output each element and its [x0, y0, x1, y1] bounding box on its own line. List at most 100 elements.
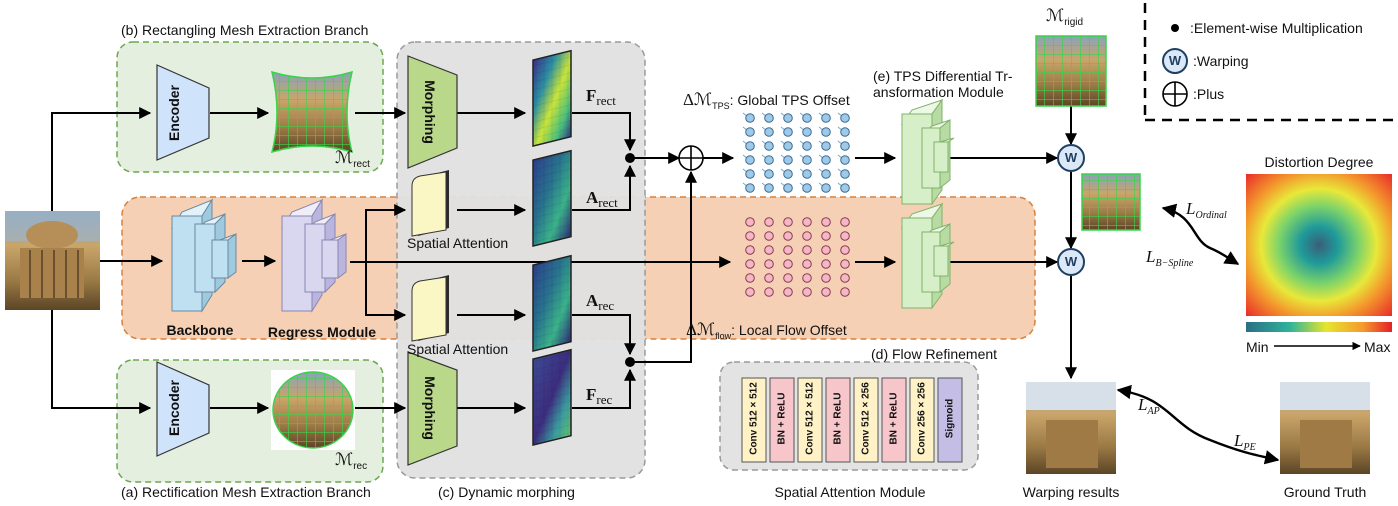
m-rect-label: ℳrect [335, 148, 370, 170]
warp-node-bottom-label: W [1064, 254, 1078, 269]
flow-refinement-title: (d) Flow Refinement [871, 346, 998, 362]
tps-grid-dot [840, 113, 850, 123]
flow-grid-dot [840, 259, 850, 269]
flow-grid-dot [840, 273, 850, 283]
plus-node [678, 145, 704, 171]
encoder-bottom [156, 361, 210, 457]
a-rect-label: Arect [586, 188, 618, 210]
regress-block [280, 198, 347, 313]
flow-grid-dot [745, 259, 755, 269]
tps-grid-dot [821, 169, 831, 179]
backbone-block [170, 198, 237, 313]
sam-layer-box [825, 377, 851, 463]
dynamic-morphing-region [396, 41, 646, 479]
distortion-colorbar [1246, 322, 1392, 332]
multiply-node-bottom [625, 357, 635, 367]
sam-layer-box [881, 377, 907, 463]
flow-grid-dot [745, 217, 755, 227]
flow-grid-dot [764, 231, 774, 241]
heatmap-a-rect [532, 149, 572, 248]
tps-grid-dot [840, 183, 850, 193]
distortion-map [1246, 174, 1392, 316]
mult-symbol [1171, 24, 1179, 32]
tps-grid-dot [821, 183, 831, 193]
a-rec-label: Arec [586, 291, 615, 313]
tps-grid-dot [764, 155, 774, 165]
rigid-mesh-image [1035, 35, 1107, 107]
tps-grid-dot [802, 127, 812, 137]
distortion-min: Min [1246, 339, 1269, 355]
flow-offset-grid [745, 217, 850, 297]
tps-grid-dot [745, 127, 755, 137]
flow-grid-dot [840, 287, 850, 297]
flow-grid-dot [783, 287, 793, 297]
ground-truth-label: Ground Truth [1283, 484, 1367, 500]
ground-truth-image [1280, 382, 1370, 474]
morphing-top-label: Morphing [421, 80, 438, 144]
spatial-attention-bottom [411, 275, 449, 342]
flow-grid-dot [764, 217, 774, 227]
tps-grid-dot [764, 113, 774, 123]
flow-grid-dot [783, 217, 793, 227]
tps-grid-dot [764, 141, 774, 151]
tps-grid-dot [764, 169, 774, 179]
tps-grid-dot [783, 155, 793, 165]
flow-grid-dot [764, 287, 774, 297]
loss-pe: LPE [1234, 431, 1256, 453]
tps-grid-dot [802, 141, 812, 151]
encoder-bottom-label: Encoder [166, 379, 183, 437]
flow-grid-dot [783, 273, 793, 283]
loss-curves [1116, 203, 1280, 465]
flow-grid-dot [821, 287, 831, 297]
tps-grid-dot [840, 127, 850, 137]
flow-grid-dot [802, 287, 812, 297]
tps-grid-dot [745, 141, 755, 151]
tps-offset-label: ΔℳTPS: Global TPS Offset [683, 90, 850, 111]
input-image [5, 211, 100, 310]
flow-grid-dot [802, 259, 812, 269]
tps-grid-dot [802, 183, 812, 193]
sam-layer-box [909, 377, 935, 463]
flow-grid-dot [783, 245, 793, 255]
dynamic-morphing-title: (c) Dynamic morphing [438, 484, 575, 500]
legend-plus: :Plus [1193, 86, 1225, 102]
regress-label: Regress Module [267, 324, 377, 340]
sam-layer-box [741, 377, 767, 463]
sam-layer-box [769, 377, 795, 463]
tps-block-top [900, 98, 955, 206]
flow-grid-dot [764, 245, 774, 255]
sam-layer-label: BN + ReLU [776, 392, 788, 445]
sam-module-label: Spatial Attention Module [774, 484, 926, 500]
morphing-bottom [407, 351, 458, 466]
flow-grid-dot [802, 245, 812, 255]
tps-grid-dot [821, 141, 831, 151]
legend-box [1143, 3, 1398, 122]
flow-grid-dot [821, 231, 831, 241]
distortion-max: Max [1364, 339, 1391, 355]
sam-layer-label: Conv 512 × 512 [748, 382, 760, 455]
sam-layer-label: Conv 512 × 256 [860, 382, 872, 455]
warping-results-label: Warping results [1022, 484, 1120, 500]
sam-layer-label: BN + ReLU [832, 392, 844, 445]
flow-grid-dot [764, 259, 774, 269]
flow-grid-dot [821, 273, 831, 283]
warp-node-bottom [1057, 248, 1085, 276]
mesh-rect-image [270, 70, 354, 154]
tps-module-title-1: (e) TPS Differential Tr- [873, 68, 1013, 84]
spatial-attention-bottom-label: Spatial Attention [407, 341, 509, 357]
sam-layer-label: Conv 512 × 512 [804, 382, 816, 455]
flow-grid-dot [783, 259, 793, 269]
flow-offset-label: Δℳflow: Local Flow Offset [686, 320, 847, 341]
mesh-rec-image [271, 370, 355, 450]
multiply-node-top [625, 153, 635, 163]
tps-grid-dot [783, 127, 793, 137]
tps-grid-dot [821, 113, 831, 123]
tps-block-bottom [900, 202, 955, 310]
flow-grid-dot [745, 287, 755, 297]
tps-grid-dot [783, 169, 793, 179]
tps-grid-dot [745, 169, 755, 179]
flow-grid-dot [745, 231, 755, 241]
tps-grid-dot [745, 183, 755, 193]
flow-grid-dot [840, 245, 850, 255]
